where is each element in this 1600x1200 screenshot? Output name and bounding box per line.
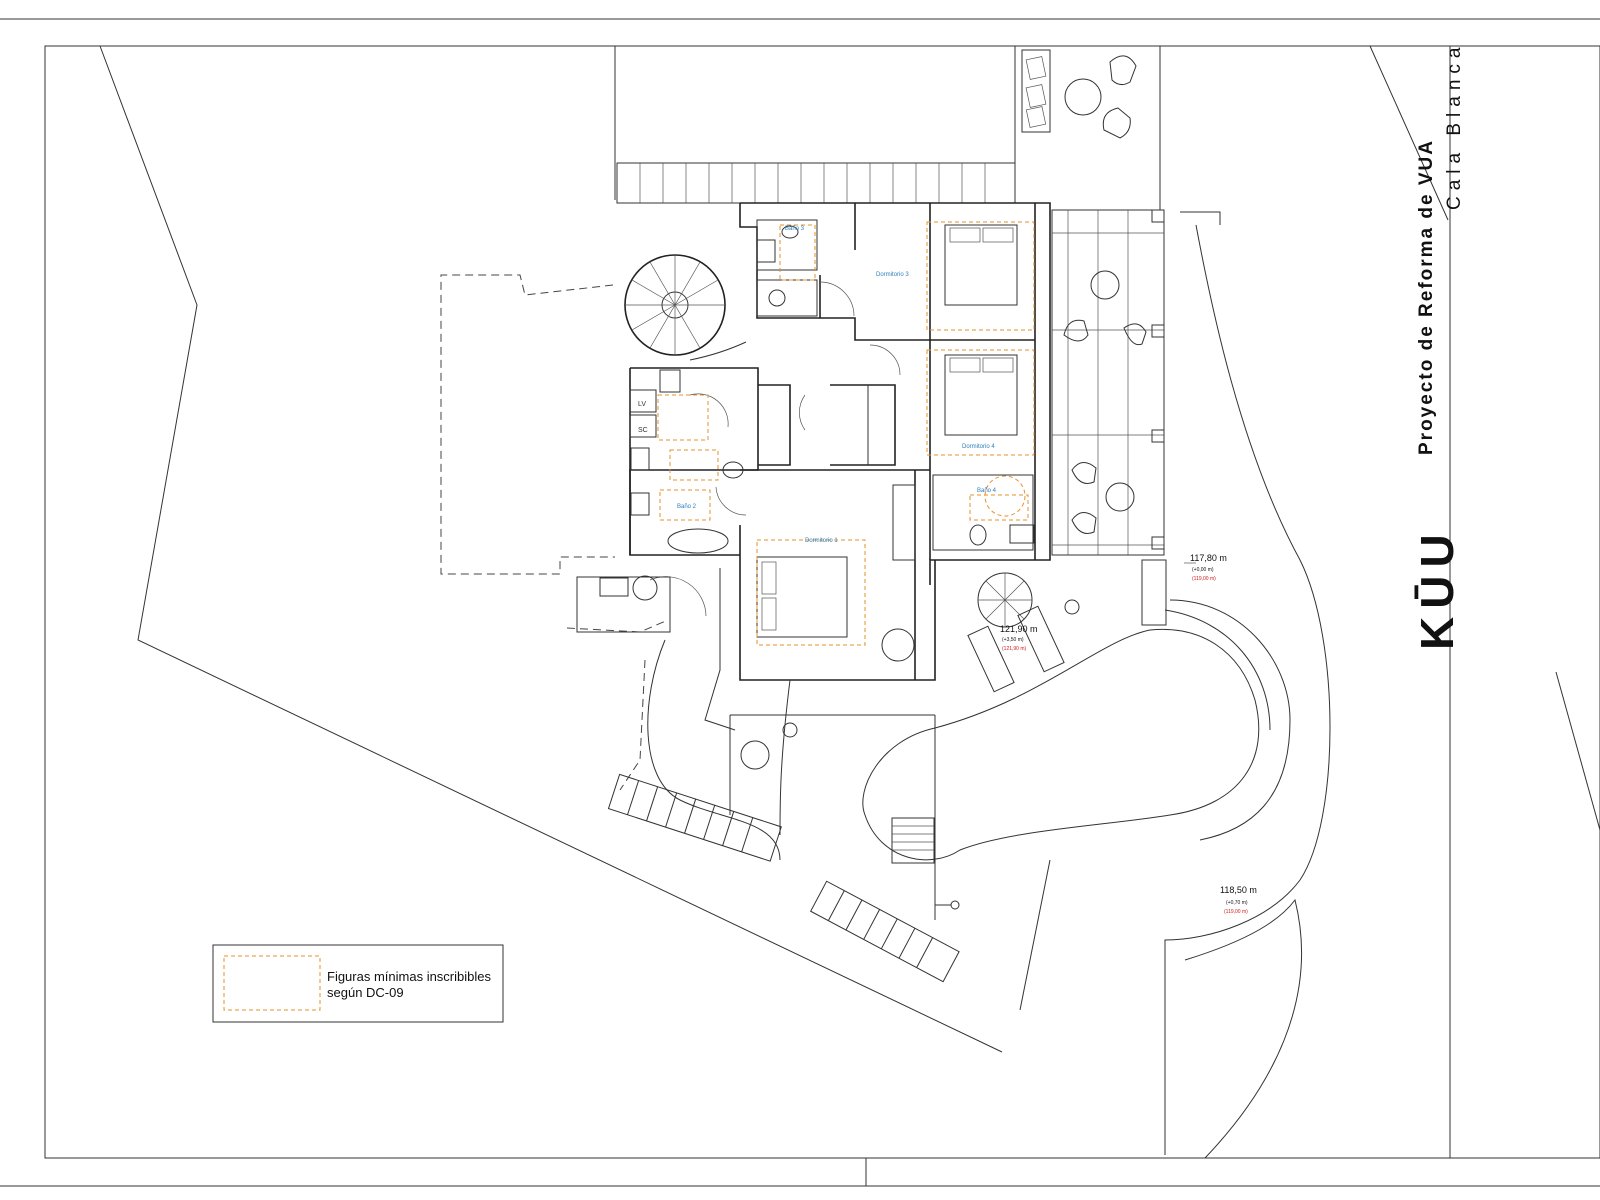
- top-outdoor-furniture: [1021, 49, 1137, 139]
- room-label-bano-3: Baño 3: [785, 226, 805, 232]
- pool-deck-furniture: [967, 572, 1080, 693]
- fixture-label-lv: LV: [638, 401, 646, 408]
- east-pergola: [1051, 209, 1221, 626]
- legend-box: Figuras mínimas inscribibles según DC-09: [212, 944, 504, 1023]
- bathroom-fixtures: [629, 225, 1035, 554]
- minimum-figures: [657, 221, 1035, 646]
- room-label-bano-4: Baño 4: [977, 488, 997, 494]
- brand-logo: KŪU: [1411, 526, 1463, 650]
- level-garden-original: (119,00 m): [1224, 909, 1248, 915]
- project-location: Cala Blanca: [1444, 42, 1465, 210]
- level-terrace-original: (119,00 m): [1192, 576, 1216, 582]
- sheet-frame: [0, 18, 1600, 1187]
- room-labels: Dormitorio 3 Dormitorio 4 Dormitorio 1 B…: [638, 226, 997, 544]
- fixture-label-sc: SC: [638, 427, 648, 434]
- beds: [756, 224, 1018, 662]
- room-label-dormitorio-1: Dormitorio 1: [805, 538, 838, 544]
- level-annotations: 117,80 m (+0,00 m) (119,00 m) 121,90 m (…: [1000, 553, 1257, 915]
- level-pool-deck-original: (121,90 m): [1002, 646, 1027, 652]
- level-pool-deck-value: 121,90 m: [1000, 624, 1038, 634]
- room-label-dormitorio-4: Dormitorio 4: [962, 444, 995, 450]
- building-walls: [629, 202, 1051, 681]
- title-block: Proyecto de Reforma de VUA Cala Blanca K…: [1411, 42, 1465, 1158]
- project-title: Proyecto de Reforma de VUA: [1416, 139, 1437, 455]
- lower-terrace-stairs: [576, 568, 1051, 1011]
- pool: [862, 224, 1331, 1159]
- legend-swatch: [223, 955, 321, 1011]
- spiral-stair: [624, 254, 747, 361]
- level-pool-deck-sub: (+3,50 m): [1002, 637, 1024, 643]
- upper-deck-pergola: [616, 46, 1016, 204]
- plot-boundaries: [99, 45, 1600, 1053]
- room-label-dormitorio-3: Dormitorio 3: [876, 272, 909, 278]
- level-terrace-value: 117,80 m: [1190, 553, 1227, 563]
- legend-text-line-2: según DC-09: [327, 985, 404, 1000]
- level-garden-value: 118,50 m: [1220, 885, 1257, 895]
- room-label-bano-2: Baño 2: [677, 504, 697, 510]
- level-garden-sub: (+0,70 m): [1226, 900, 1248, 906]
- dashed-footprint: [440, 274, 669, 791]
- door-swings: [649, 281, 901, 617]
- level-terrace-sub: (+0,00 m): [1192, 567, 1214, 573]
- legend-text-line-1: Figuras mínimas inscribibles: [327, 969, 491, 984]
